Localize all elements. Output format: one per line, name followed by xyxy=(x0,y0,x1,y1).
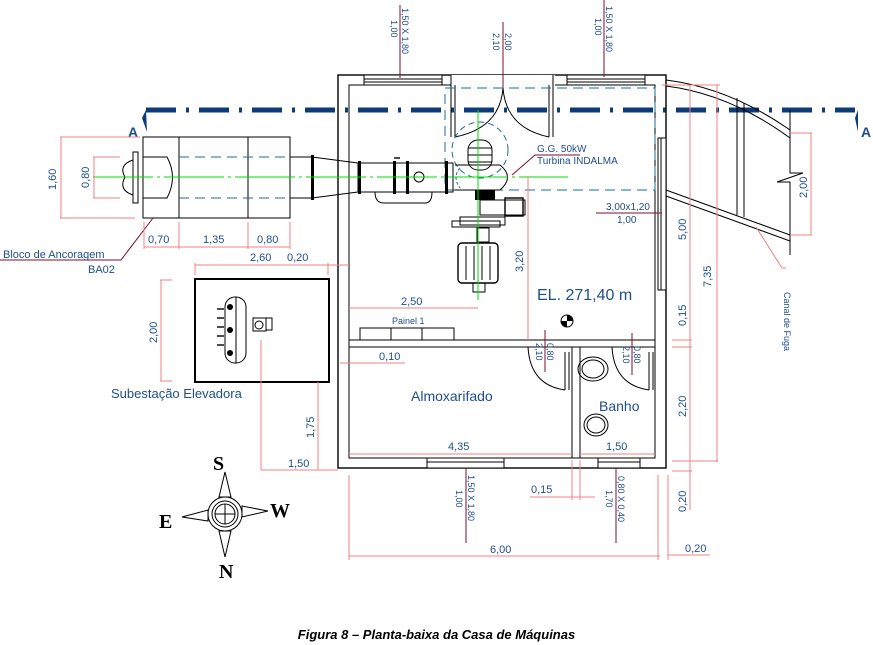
dim-sub-gap: 0,20 xyxy=(287,252,308,264)
turbine xyxy=(451,121,526,228)
side-window-sill: 1,00 xyxy=(617,215,637,226)
dim-bath-length: 2,20 xyxy=(677,396,689,417)
dim-machine-offset: 2,50 xyxy=(401,296,422,308)
bottom-window-right-size: 0,80 X 0,40 xyxy=(616,476,626,522)
dim-bottom-wall: 0,20 xyxy=(677,491,689,512)
dim-tailrace-width: 2,00 xyxy=(798,177,810,198)
door-storage-width: 0,80 xyxy=(545,343,555,361)
dim-sub-offset-h: 1,50 xyxy=(288,458,309,470)
dim-sub-width: 2,60 xyxy=(250,252,271,264)
dim-axis-offset: 3,20 xyxy=(514,251,526,272)
compass-rose-icon xyxy=(181,471,269,558)
sink xyxy=(577,356,609,382)
dim-pipe-dia: 0,80 xyxy=(80,167,92,188)
bottom-window-right-sill: 1,70 xyxy=(604,490,614,508)
compass-north: N xyxy=(219,561,234,583)
dim-bath-width: 1,50 xyxy=(606,441,627,453)
tailrace-leader xyxy=(755,226,786,269)
top-window-right-size: 1,50 X 1,80 xyxy=(604,6,614,52)
dim-main-length: 5,00 xyxy=(677,219,689,240)
side-window xyxy=(657,137,667,291)
section-arrow-left xyxy=(142,110,147,132)
door-bath xyxy=(611,346,654,391)
bottom-window-left-size: 1,50 X 1,80 xyxy=(466,475,476,521)
top-window-left-size: 1,50 X 1,80 xyxy=(400,8,410,54)
door-storage-height: 2,10 xyxy=(534,343,544,361)
bottom-window-right xyxy=(597,457,641,469)
dimension-lines xyxy=(60,84,812,560)
top-door-height: 2,10 xyxy=(491,33,501,51)
dim-storage-width: 4,35 xyxy=(448,441,469,453)
substation-box xyxy=(194,278,330,383)
dim-total-length: 7,35 xyxy=(702,266,714,287)
dim-right-wall: 0,20 xyxy=(685,543,706,555)
section-arrow-right xyxy=(855,110,858,132)
electrical-panel xyxy=(359,327,455,341)
generator-label: G.G. 50kW xyxy=(537,144,587,155)
toilet xyxy=(583,413,609,437)
dim-sub-height: 2,00 xyxy=(148,322,160,343)
anchor-block-id: BA02 xyxy=(88,264,115,276)
substation-label: Subestação Elevadora xyxy=(111,386,243,401)
compass-east: E xyxy=(159,511,172,533)
bottom-window-left xyxy=(426,457,505,469)
turbine-label: Turbina INDALMA xyxy=(537,156,618,167)
door-bath-width: 0,80 xyxy=(632,346,642,364)
bottom-window-left-sill: 1,00 xyxy=(454,490,464,508)
anchor-leader xyxy=(0,217,154,261)
penstock xyxy=(290,155,454,204)
hidden-outline xyxy=(444,87,656,191)
generator-leader xyxy=(511,154,580,176)
dim-partition: 0,15 xyxy=(531,484,552,496)
dim-seg3: 0,80 xyxy=(257,234,278,246)
dim-wall-gap: 0,10 xyxy=(379,351,400,363)
top-window-left xyxy=(363,74,443,86)
panel-label: Painel 1 xyxy=(392,316,425,326)
compass-south: S xyxy=(213,453,224,475)
side-window-size: 3,00x1,20 xyxy=(606,202,650,213)
section-label-left: A xyxy=(128,124,138,140)
dim-wall-015: 0,15 xyxy=(677,305,689,326)
dim-anchor-height: 1,60 xyxy=(47,169,59,190)
dim-seg2: 1,35 xyxy=(203,234,224,246)
transformer-icon xyxy=(217,296,273,364)
door-storage xyxy=(527,346,570,391)
storage-label: Almoxarifado xyxy=(411,388,493,404)
top-window-right-sill: 1,00 xyxy=(593,18,603,36)
elevation-label: EL. 271,40 m xyxy=(537,287,632,304)
door-bath-height: 2,10 xyxy=(621,346,631,364)
tailrace-channel xyxy=(665,79,804,255)
dim-sub-offset-v: 1,75 xyxy=(305,417,317,438)
dim-seg1: 0,70 xyxy=(148,234,169,246)
dim-total-width: 6,00 xyxy=(490,544,511,556)
elevation-marker-icon xyxy=(560,314,574,328)
top-window-left-sill: 1,00 xyxy=(389,20,399,38)
anchor-block-label: Bloco de Ancoragem xyxy=(3,249,105,261)
tailrace-label: Canal de Fuga xyxy=(782,292,792,351)
bathroom-label: Banho xyxy=(599,398,640,414)
top-window-right xyxy=(566,74,646,86)
top-door-width: 2,00 xyxy=(503,33,513,51)
compass-west: W xyxy=(270,500,290,522)
section-label-right: A xyxy=(861,124,871,140)
figure-caption: Figura 8 – Planta-baixa da Casa de Máqui… xyxy=(297,627,576,642)
